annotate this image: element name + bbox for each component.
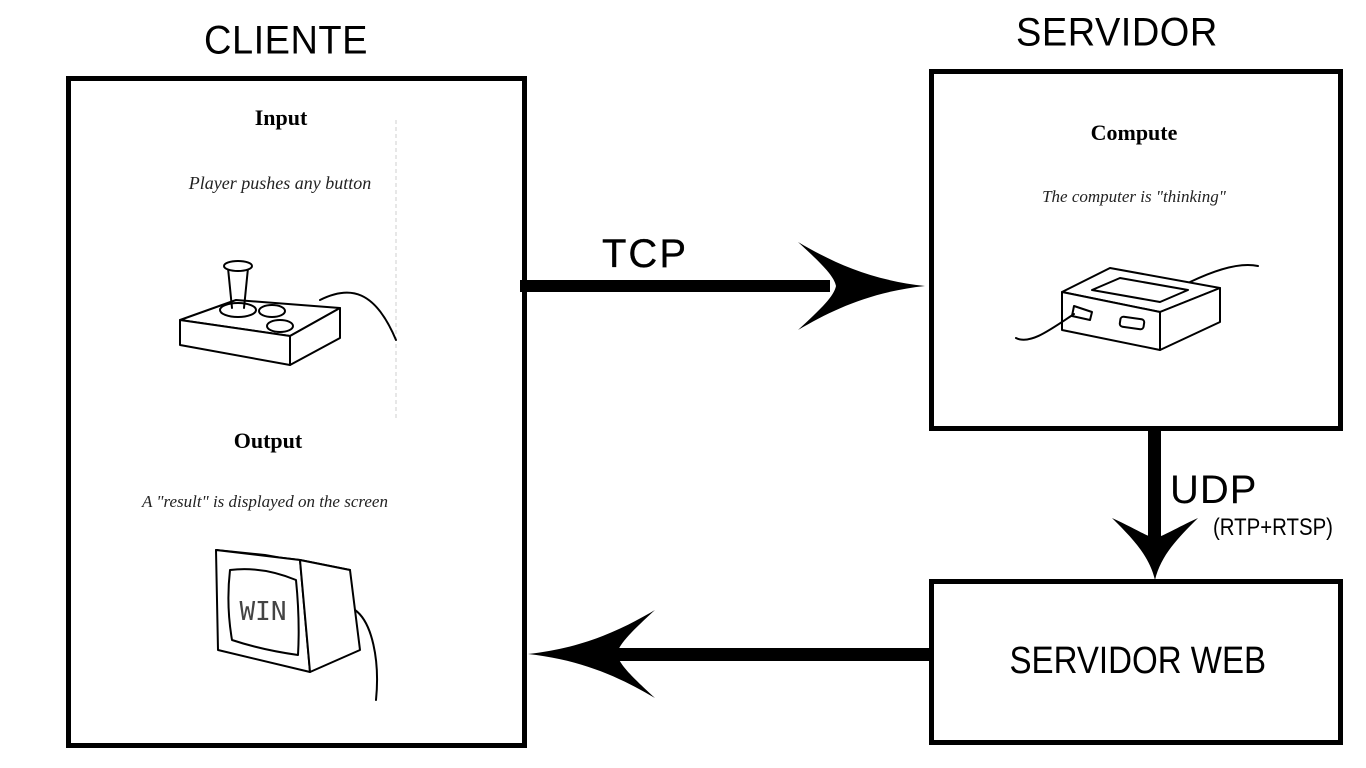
- web-server-label: SERVIDOR WEB: [1009, 640, 1267, 682]
- client-title: CLIENTE: [204, 18, 368, 64]
- output-description: A "result" is displayed on the screen: [142, 492, 388, 511]
- tcp-arrow: [520, 242, 925, 330]
- input-title: Input: [254, 105, 308, 130]
- joystick-icon: [179, 260, 397, 366]
- server-box: [929, 69, 1343, 431]
- tv-screen-text: WIN: [240, 597, 287, 627]
- server-title: SERVIDOR: [1016, 10, 1218, 56]
- computer-console-icon: [1015, 264, 1259, 351]
- web-to-client-arrow: [528, 610, 931, 698]
- udp-arrow: [1112, 428, 1198, 580]
- rtp-rtsp-label: (RTP+RTSP): [1213, 514, 1333, 541]
- web-server-box: [929, 579, 1343, 745]
- tv-monitor-icon: WIN: [215, 549, 378, 701]
- tcp-label: TCP: [602, 232, 688, 276]
- udp-label: UDP: [1170, 468, 1258, 512]
- compute-description: The computer is "thinking": [1042, 187, 1226, 206]
- input-description: Player pushes any button: [188, 173, 372, 193]
- output-title: Output: [233, 428, 303, 453]
- compute-title: Compute: [1090, 120, 1178, 145]
